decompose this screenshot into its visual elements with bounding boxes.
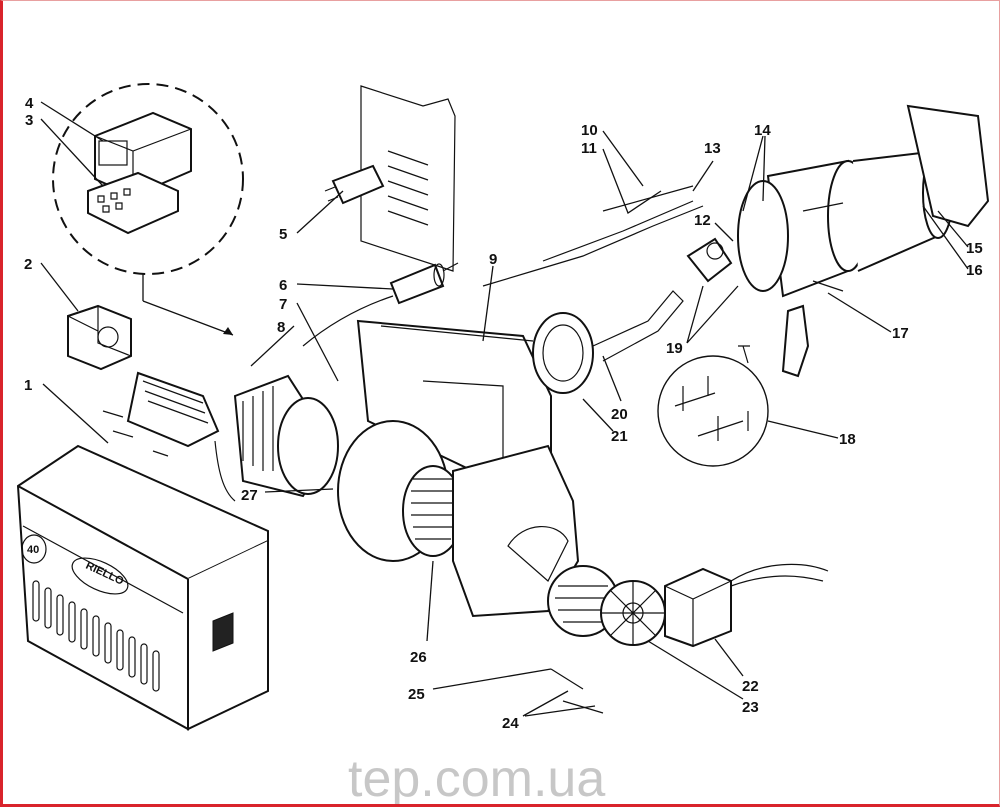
- label-10: 10: [581, 122, 598, 139]
- part-2-socket: [67, 304, 132, 371]
- part-6-capacitor: [302, 262, 459, 347]
- label-19: 19: [666, 340, 683, 357]
- label-16: 16: [966, 262, 983, 279]
- watermark: tep.com.ua: [348, 750, 605, 807]
- exploded-burner-diagram: 40 RIELLO: [16, 83, 990, 807]
- part-5-plug: [324, 164, 385, 205]
- label-4: 4: [25, 95, 34, 112]
- label-27: 27: [241, 487, 258, 504]
- label-26: 26: [410, 649, 427, 666]
- terminal-strip: [102, 371, 220, 457]
- label-22: 22: [742, 678, 759, 695]
- part-23-grille: [600, 580, 666, 646]
- back-plate: [360, 85, 456, 272]
- label-25: 25: [408, 686, 425, 703]
- part-17-fitting: [781, 280, 844, 378]
- part-19-nozzle-holder: [686, 237, 750, 364]
- motor: [214, 374, 339, 502]
- label-2: 2: [24, 256, 32, 273]
- part-24-screws: [550, 668, 604, 714]
- label-18: 18: [839, 431, 856, 448]
- label-9: 9: [489, 251, 497, 268]
- model-badge: 40: [27, 544, 39, 556]
- part-13-electrodes: [482, 185, 704, 287]
- part-22-transformer: [664, 563, 829, 648]
- part-1-cover: 40 RIELLO: [16, 444, 269, 731]
- part-18-bracket-inset: [657, 355, 769, 467]
- label-5: 5: [279, 226, 287, 243]
- label-3: 3: [25, 112, 33, 129]
- label-13: 13: [704, 140, 721, 157]
- label-15: 15: [966, 240, 983, 257]
- label-20: 20: [611, 406, 628, 423]
- part-21-flange: [532, 290, 684, 394]
- label-17: 17: [892, 325, 909, 342]
- label-11: 11: [581, 140, 597, 157]
- fan-housing: [337, 319, 580, 618]
- control-box-inset: [52, 83, 244, 336]
- label-21: 21: [611, 428, 628, 445]
- label-7: 7: [279, 296, 287, 313]
- blast-tube: [737, 104, 990, 298]
- label-12: 12: [694, 212, 711, 229]
- leader-lines: [40, 101, 969, 717]
- part-labels: 1 2 3 4 5 6 7 8 9 10 11 12 13 14 15 16 1…: [24, 95, 983, 732]
- label-24: 24: [502, 715, 519, 732]
- label-8: 8: [277, 319, 285, 336]
- label-23: 23: [742, 699, 759, 716]
- label-14: 14: [754, 122, 771, 139]
- label-6: 6: [279, 277, 287, 294]
- label-1: 1: [24, 377, 32, 394]
